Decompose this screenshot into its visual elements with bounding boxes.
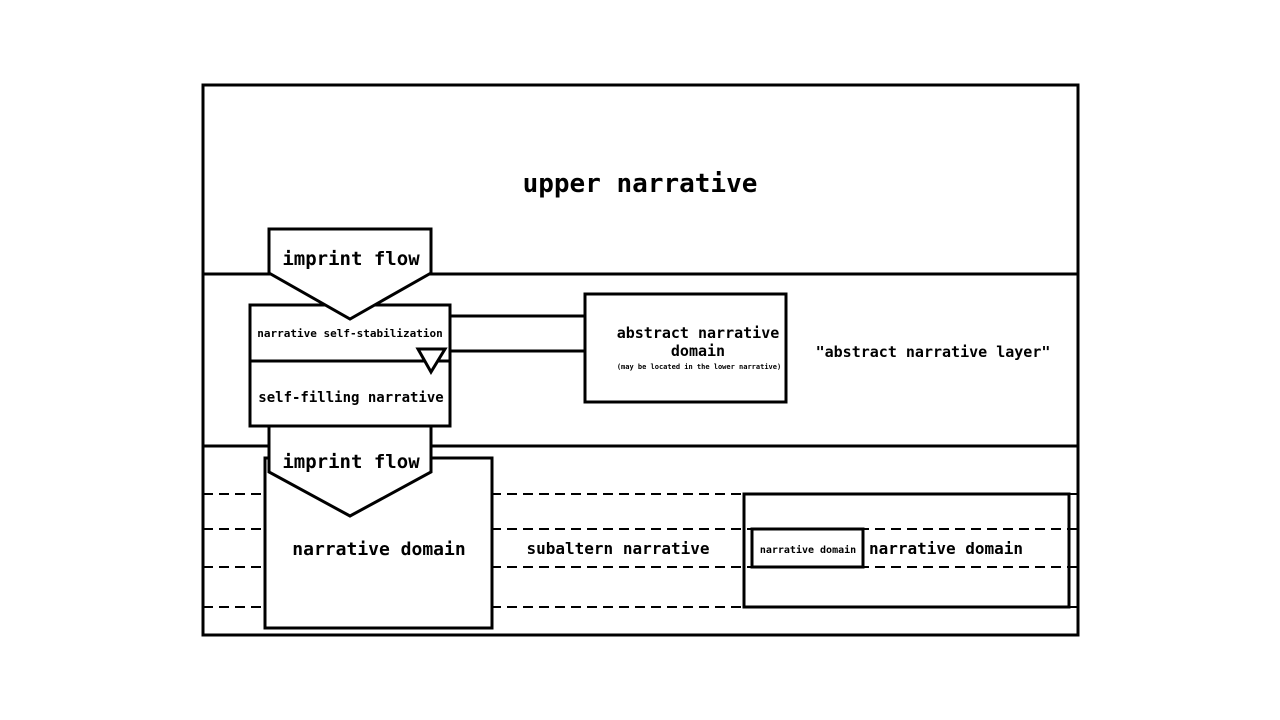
right-narrative-domain-label: narrative domain [869, 539, 1023, 558]
abstract-narrative-domain-box [583, 292, 788, 404]
subaltern-narrative-label: subaltern narrative [526, 539, 709, 558]
abstract-domain-title-line1: abstract narrative [617, 324, 780, 342]
abstract-domain-note: (may be located in the lower narrative) [617, 363, 781, 371]
abstract-domain-title-line2: domain [671, 342, 725, 360]
down-triangle-icon [415, 347, 448, 375]
self-stabilization-label: narrative self-stabilization [257, 327, 442, 340]
small-narrative-domain-label: narrative domain [760, 544, 856, 556]
upper-narrative-label: upper narrative [523, 169, 758, 199]
abstract-narrative-layer-label: "abstract narrative layer" [816, 343, 1051, 361]
imprint-flow-arrow-lower [267, 424, 433, 518]
imprint-flow-label-lower: imprint flow [282, 451, 420, 473]
self-filling-label: self-filling narrative [258, 390, 443, 406]
small-narrative-domain-box [750, 527, 865, 569]
imprint-flow-label-upper: imprint flow [282, 248, 420, 270]
narrative-domain-label: narrative domain [292, 539, 465, 560]
self-filling-box [248, 359, 452, 428]
outer-frame [201, 83, 1080, 637]
imprint-flow-arrow-upper [267, 227, 433, 321]
right-narrative-domain-box [742, 492, 1071, 609]
